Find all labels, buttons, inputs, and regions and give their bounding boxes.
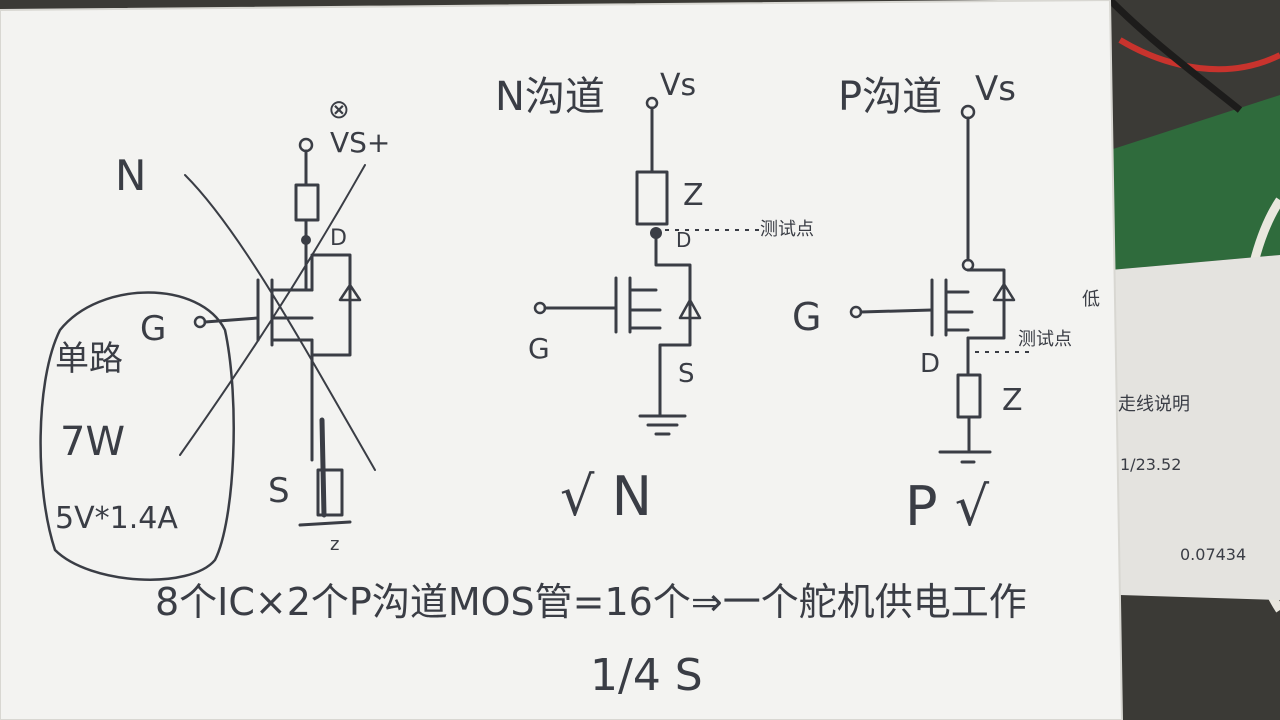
left-s-label: S (268, 471, 290, 511)
left-mosfet-channel (270, 278, 314, 347)
side-note-2: 1/23.52 (1120, 455, 1181, 474)
note-box: 单路 7W 5V*1.4A (39, 291, 235, 581)
side-note-1: 走线说明 (1118, 394, 1190, 415)
p-vs-label: Vs (975, 69, 1016, 109)
p-mosfet-body (966, 268, 1006, 340)
n-d-label: D (676, 228, 691, 252)
left-crossout-2 (179, 164, 366, 456)
p-side-note: 低 (1082, 289, 1100, 310)
n-g-label: G (528, 332, 550, 365)
summary-line: 8个IC×2个P沟道MOS管=16个⇒一个舵机供电工作 (155, 580, 1027, 624)
left-gate-wire (203, 316, 260, 324)
left-g-label: G (140, 309, 166, 349)
left-resistor-bottom (316, 468, 344, 517)
side-note-3: 0.07434 (1180, 545, 1246, 564)
left-n-label: N (115, 151, 146, 200)
main-paper (0, 0, 1122, 720)
second-paper (1110, 255, 1280, 600)
n-vs-label: Vs (660, 68, 696, 103)
p-gate-wire (859, 308, 934, 314)
n-test-point: 测试点 (760, 219, 814, 240)
n-mosfet-channel (614, 276, 662, 334)
p-ground (938, 415, 992, 464)
n-body-diode (678, 298, 702, 320)
left-vs-label: VS+ (330, 126, 390, 159)
left-circuit: ⊗ VS+ D G N z S (115, 95, 390, 555)
black-wire (1107, 0, 1243, 113)
p-d-label: D (920, 349, 940, 379)
p-z-label: Z (1002, 383, 1023, 418)
n-mosfet-body (654, 236, 692, 397)
summary-fraction: 1/4 S (590, 650, 703, 701)
n-drain-node (650, 227, 662, 239)
n-channel-circuit: N沟道 Vs Z D 测试点 G S √ N (495, 68, 814, 528)
p-g-label: G (792, 295, 821, 339)
note-line-1: 单路 (55, 339, 123, 379)
left-crossout-1 (184, 174, 376, 471)
p-test-point: 测试点 (1018, 329, 1072, 350)
left-gate-terminal (193, 315, 207, 329)
red-wire (1118, 37, 1280, 73)
note-line-2: 7W (60, 419, 125, 465)
p-mosfet-channel (930, 278, 974, 337)
left-d-label: D (330, 226, 347, 251)
left-top-mark: ⊗ (328, 95, 350, 125)
left-ground (298, 520, 352, 527)
left-node (301, 235, 311, 245)
paper-edge (0, 0, 1124, 720)
n-ground (638, 393, 687, 436)
n-z-label: Z (683, 178, 704, 213)
green-circuit-board (1110, 95, 1280, 270)
n-load-resistor (635, 170, 669, 226)
n-verdict: √ N (560, 465, 652, 528)
p-channel-circuit: P沟道 Vs G D 测试点 低 Z P √ (792, 69, 1100, 538)
n-title: N沟道 (495, 74, 605, 120)
p-body-diode (992, 282, 1016, 302)
left-bottom-mark: z (330, 534, 339, 555)
note-box-outline (39, 291, 235, 581)
p-title: P沟道 (838, 74, 942, 120)
p-verdict: P √ (905, 475, 990, 538)
note-line-3: 5V*1.4A (55, 501, 178, 536)
left-body-diode (338, 283, 362, 302)
left-wire-bottom (319, 417, 327, 518)
n-s-label: S (678, 359, 695, 389)
